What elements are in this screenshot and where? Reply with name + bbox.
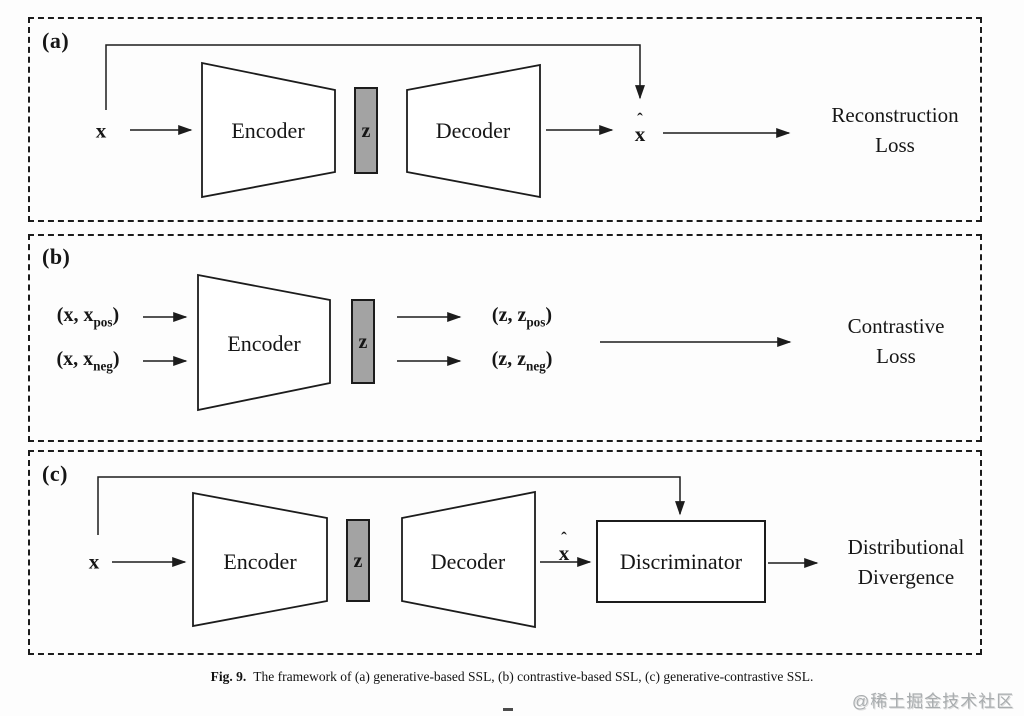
panel-c-discriminator-label: Discriminator [619,548,743,574]
panel-c-loss-line2: Divergence [857,565,955,589]
panel-a-input-x-label: x [95,118,107,143]
panel-b-loss-label: Contrastive Loss [848,312,945,372]
panel-b-loss-line2: Loss [876,344,916,368]
tuple-post: ) [112,304,120,327]
panel-b-latent-label: z [358,331,368,353]
panel-c-loss-line1: Distributional [847,535,965,560]
tuple-sub: pos [526,314,546,330]
panel-b-output-neg-label: (z, zneg) [492,348,553,374]
panel-a-output-xhat-label: ˆ x [634,110,646,146]
panel-b-label: (b) [42,244,71,269]
panel-b-output-pos-label: (z, zpos) [492,304,552,330]
panel-c-input-x-label: x [88,549,100,574]
page-number-fragment [503,708,513,711]
tuple-sub: neg [525,358,546,374]
tuple-pre: (x, x [56,304,94,327]
xhat-base: x [558,541,570,565]
panel-a-decoder-label: Decoder [435,117,511,143]
hat-accent: ˆ [637,110,643,129]
tuple-sub: neg [93,358,113,374]
tuple-pre: (z, z [491,304,527,327]
panel-b-encoder-label: Encoder [227,330,301,356]
tuple-post: ) [545,304,553,327]
panel-b-frame [28,234,982,442]
panel-c-latent-label: z [353,550,363,572]
panel-b-loss-line1: Contrastive [847,314,945,339]
panel-a-loss-line1: Reconstruction [831,103,959,128]
tuple-pre: (x, x [56,348,94,371]
watermark-text: @稀土掘金技术社区 [852,692,1015,711]
figure-caption: Fig. 9. The framework of (a) generative-b… [211,669,814,685]
figure-caption-number: Fig. 9. [210,669,247,684]
panel-a-loss-label: Reconstruction Loss [831,101,958,161]
panel-c-encoder-label: Encoder [223,548,297,574]
panel-c-frame [28,450,982,655]
panel-c-output-xhat-label: ˆ x [558,529,570,565]
panel-c-decoder-label: Decoder [430,548,506,574]
panel-c-label: (c) [42,461,68,486]
panel-a-loss-line2: Loss [875,133,915,157]
panel-a-latent-label: z [361,120,371,142]
panel-b-input-pos-label: (x, xpos) [57,304,119,330]
panel-a-encoder-label: Encoder [231,117,305,143]
hat-accent: ˆ [561,529,567,548]
tuple-post: ) [112,348,120,371]
tuple-pre: (z, z [491,348,526,371]
tuple-post: ) [545,348,553,371]
figure-caption-text: The framework of (a) generative-based SS… [253,669,814,684]
panel-c-loss-label: Distributional Divergence [848,533,965,593]
panel-a-label: (a) [42,28,70,53]
panel-b-input-neg-label: (x, xneg) [56,348,119,374]
xhat-base: x [634,122,646,146]
panel-a-frame [28,17,982,222]
tuple-sub: pos [93,314,113,330]
